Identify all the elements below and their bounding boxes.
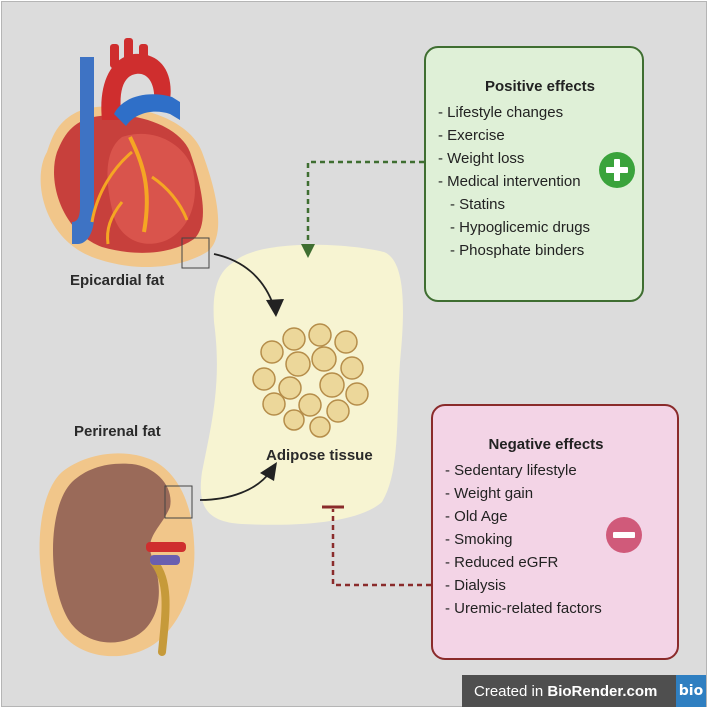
- plus-circle-icon: [599, 152, 635, 188]
- vena-cava: [72, 57, 94, 244]
- positive-item: - Exercise: [438, 127, 505, 144]
- adipocyte: [340, 356, 364, 380]
- coronary-vessel-3: [151, 175, 189, 221]
- adipocyte: [252, 367, 276, 391]
- arrow-heart-to-adipose: [213, 253, 275, 308]
- adipocyte: [298, 393, 322, 417]
- perirenal-fat-label: Perirenal fat: [74, 423, 161, 440]
- adipocyte: [345, 382, 369, 406]
- adipocyte: [260, 340, 284, 364]
- adipocyte: [262, 392, 286, 416]
- coronary-vessel-4: [106, 201, 124, 245]
- credit-prefix: Created in: [474, 682, 548, 700]
- negative-item: - Uremic-related factors: [445, 600, 602, 617]
- aortic-branch-1: [110, 44, 119, 68]
- renal-artery: [146, 542, 186, 552]
- epicardial-fat-label: Epicardial fat: [70, 272, 165, 289]
- positive-arrowhead: [301, 244, 315, 258]
- positive-connector: [306, 160, 424, 247]
- pulmonary-artery: [114, 94, 180, 126]
- adipocyte-cluster: [252, 323, 369, 438]
- negative-item: - Dialysis: [445, 577, 506, 594]
- minus-circle-icon: [606, 517, 642, 553]
- adipocyte: [282, 327, 306, 351]
- credit-brand: BioRender.com: [547, 682, 658, 700]
- coronary-vessel-2: [90, 150, 133, 223]
- positive-subitem: - Phosphate binders: [450, 242, 585, 259]
- arrowhead-heart: [266, 299, 284, 317]
- positive-item: - Weight loss: [438, 150, 525, 167]
- epicardial-zoom-box: [181, 237, 210, 269]
- perirenal-zoom-box: [164, 485, 193, 519]
- right-ventricle: [107, 133, 195, 244]
- negative-item: - Old Age: [445, 508, 508, 525]
- credit-text: Created in BioRender.com: [462, 683, 657, 700]
- adipose-blob: [200, 244, 403, 525]
- adipocyte: [308, 323, 332, 347]
- adipocyte: [283, 409, 305, 431]
- negative-item: - Reduced eGFR: [445, 554, 559, 571]
- negative-item: - Smoking: [445, 531, 513, 548]
- negative-connector: [331, 509, 431, 587]
- arrow-kidney-to-adipose: [199, 471, 271, 501]
- heart-illustration: [40, 38, 219, 269]
- negative-item: - Sedentary lifestyle: [445, 462, 577, 479]
- adipocyte: [319, 372, 345, 398]
- negative-effects-title: Negative effects: [488, 436, 604, 453]
- coronary-vessel-1: [128, 136, 149, 233]
- adipocyte: [326, 399, 350, 423]
- biorender-credit[interactable]: Created in BioRender.com bio: [462, 675, 706, 707]
- positive-subitem: - Statins: [450, 196, 506, 213]
- aorta: [101, 53, 171, 121]
- adipocyte: [278, 376, 302, 400]
- adipose-tissue-label: Adipose tissue: [266, 447, 373, 464]
- positive-effects-title: Positive effects: [484, 78, 596, 95]
- renal-vein: [150, 555, 180, 565]
- positive-item: - Medical intervention: [438, 173, 581, 190]
- ureter: [150, 558, 170, 656]
- negative-item: - Weight gain: [445, 485, 534, 502]
- adipocyte: [311, 346, 337, 372]
- adipocyte: [309, 416, 331, 438]
- kidney-illustration: [39, 453, 195, 657]
- positive-item: - Lifestyle changes: [438, 104, 564, 121]
- biorender-logo-icon: bio: [676, 675, 706, 707]
- adipocyte: [334, 330, 358, 354]
- kidney-body: [52, 463, 171, 643]
- arrowhead-kidney: [260, 462, 277, 481]
- adipocyte: [285, 351, 311, 377]
- positive-subitem: - Hypoglicemic drugs: [450, 219, 591, 236]
- aortic-branch-2: [124, 38, 133, 62]
- aortic-branch-3: [139, 44, 148, 66]
